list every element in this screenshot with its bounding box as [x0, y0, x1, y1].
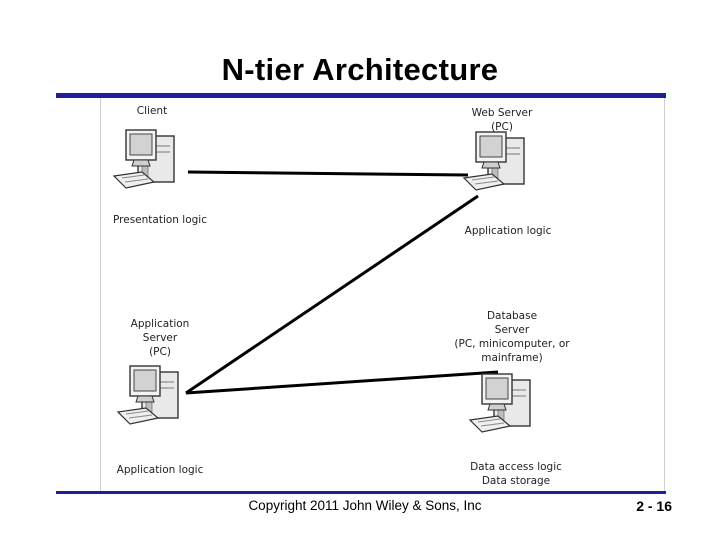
link-client-webserver: [187, 170, 469, 177]
link-webserver-appserver: [185, 194, 479, 395]
link-appserver-dbserver: [185, 370, 499, 395]
db-server-logic-label: Data access logic Data storage: [470, 461, 562, 487]
db-server-computer-icon: [468, 373, 531, 433]
web-server-logic-label: Application logic: [464, 225, 552, 237]
diagram-frame: [100, 98, 665, 491]
title-rule: [56, 93, 666, 98]
copyright-text: Copyright 2011 John Wiley & Sons, Inc: [248, 498, 482, 513]
client-label: Client: [136, 105, 168, 117]
db-server-label: Database Server (PC, minicomputer, or ma…: [454, 310, 570, 364]
client-logic-label: Presentation logic: [113, 214, 207, 226]
web-server-computer-icon: [462, 131, 525, 191]
client-computer-icon: [112, 129, 175, 189]
app-server-label: Application Server (PC): [130, 318, 190, 358]
page-number: 2 - 16: [636, 498, 672, 514]
web-server-label: Web Server (PC): [471, 107, 533, 133]
app-server-computer-icon: [116, 365, 179, 425]
app-server-logic-label: Application logic: [116, 464, 204, 476]
footer-rule: [56, 491, 666, 494]
slide-title: N-tier Architecture: [221, 52, 499, 87]
